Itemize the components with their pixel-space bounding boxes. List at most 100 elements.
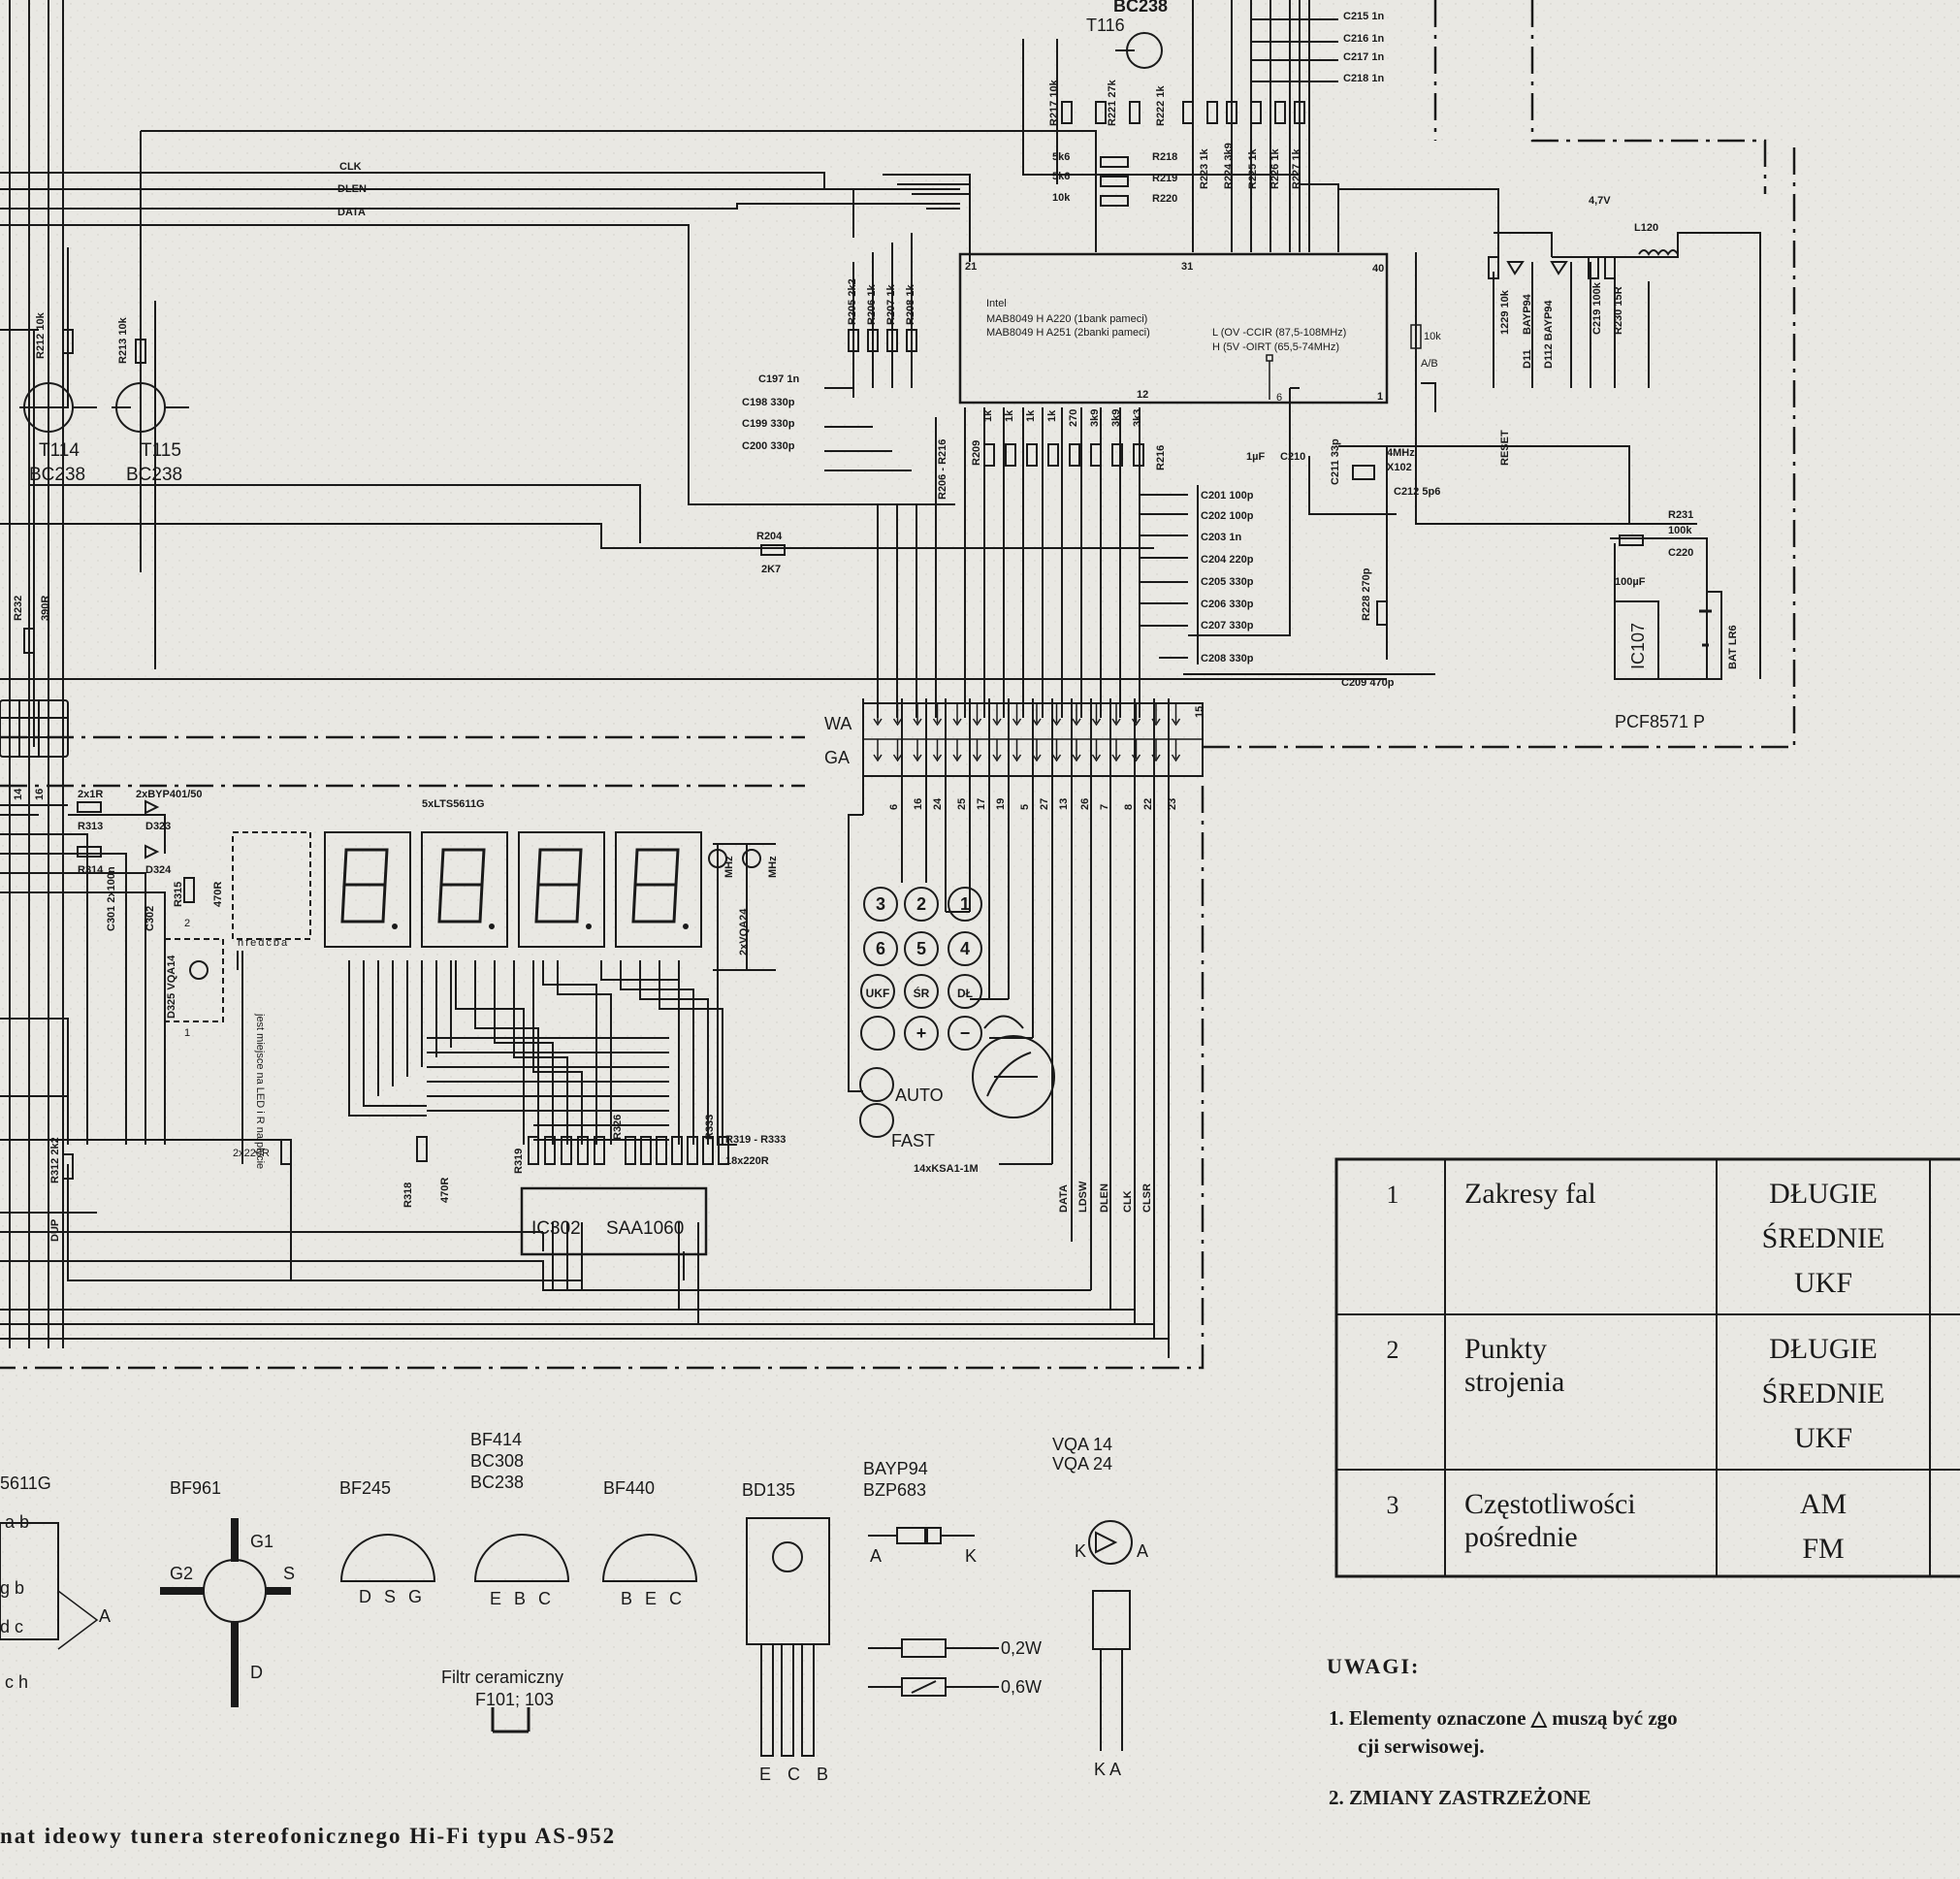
key-button-12[interactable] — [948, 1016, 982, 1051]
mcu-pin-12: 12 — [1137, 389, 1148, 401]
pinout-bd135-pins: E C B — [759, 1765, 834, 1784]
resistor-r230: R230 15R — [1613, 286, 1624, 335]
cap-c301: C301 2x100n — [106, 866, 117, 931]
mcu-note-oirt: H (5V -OIRT (65,5-74MHz) — [1212, 341, 1339, 353]
led-mhz-1 — [708, 849, 727, 868]
pinout-bzp683-label: BZP683 — [863, 1480, 926, 1500]
pin-16-label: 16 — [34, 789, 46, 800]
key-button-3[interactable] — [948, 887, 982, 922]
resistor-10k-ab: 10k — [1424, 331, 1441, 342]
jumper-ab-label: A/B — [1421, 358, 1438, 370]
connector-pin-5: 5 — [1019, 804, 1031, 810]
display-drive-left: 14 16 2x1R 2xBYP401/50 R313 D323 R314 D3… — [13, 788, 203, 1242]
cap-c220: C220 — [1668, 547, 1693, 559]
bands-row-value-2-3: UKF — [1794, 1422, 1852, 1454]
cap-c302: C302 — [145, 906, 156, 931]
digit-dp-1 — [392, 923, 398, 929]
keypad-extra: AUTO FAST 14xKSA1-1M — [859, 1015, 1055, 1175]
key-button-8[interactable] — [904, 974, 939, 1009]
key-button-9[interactable] — [948, 974, 982, 1009]
digit-dp-2 — [489, 923, 495, 929]
tuning-knob[interactable] — [972, 1035, 1055, 1118]
key-auto[interactable] — [859, 1067, 894, 1102]
key-label-12: − — [960, 1023, 971, 1043]
key-button-4[interactable] — [863, 931, 898, 966]
diode-d323: D323 — [145, 821, 171, 832]
digit-segments-1 — [340, 848, 389, 923]
cap-c204: C204 220p — [1201, 554, 1254, 566]
resistor-r217: R217 10k — [1048, 79, 1060, 126]
ic302-name: SAA1060 — [606, 1218, 684, 1239]
key-label-2: 2 — [916, 894, 926, 914]
bands-row-label-2-2: strojenia — [1464, 1366, 1564, 1398]
resistor-r231-value: 100k — [1668, 525, 1692, 536]
switch-type-label: 14xKSA1-1M — [914, 1163, 979, 1175]
pinout-bf440-label: BF440 — [603, 1478, 655, 1498]
display-section: 5xLTS5611G hfedcba MHz MHz 2xVQA24 D325 … — [164, 798, 779, 1169]
resistor-0-6w-label: 0,6W — [1001, 1677, 1042, 1697]
cap-c198: C198 330p — [742, 397, 795, 408]
resistor-r205: R205 2k2 — [847, 278, 858, 325]
connector-wa-label: WA — [824, 714, 851, 733]
diode-d112: D112 BAYP94 — [1543, 300, 1555, 369]
pinout-bf414-line2: BC308 — [470, 1451, 524, 1471]
key-label-9: DŁ — [957, 987, 973, 1000]
signal-data: DATA — [1058, 1184, 1070, 1213]
resistor-r214-val: 3k9 — [1089, 409, 1101, 427]
mcu-label-a220: MAB8049 H A220 (1bank pameci) — [986, 313, 1147, 325]
key-button-5[interactable] — [904, 931, 939, 966]
key-button-10[interactable] — [860, 1016, 895, 1051]
bands-row-value-3-1: AM — [1800, 1488, 1847, 1520]
connector-pin-15: 15 — [1194, 706, 1205, 718]
diode-2xbyp401: 2xBYP401/50 — [136, 789, 203, 800]
key-button-1[interactable] — [863, 887, 898, 922]
resistor-0-2w-label: 0,2W — [1001, 1638, 1042, 1658]
key-button-7[interactable] — [860, 974, 895, 1009]
cap-c200: C200 330p — [742, 440, 795, 452]
resistor-r222: R222 1k — [1155, 85, 1167, 126]
resistor-r216: R216 — [1155, 445, 1167, 470]
connector-pin-6: 6 — [888, 804, 900, 810]
resistor-r204: R204 — [756, 531, 783, 542]
resistor-r318: R318 — [402, 1182, 414, 1208]
cap-c209: C209 470p — [1341, 677, 1395, 689]
connector-pin-19: 19 — [995, 798, 1007, 810]
resistor-r313: R313 — [78, 821, 103, 832]
resistor-r216-val: 3k3 — [1132, 409, 1143, 427]
digit-small-display — [232, 831, 311, 940]
resistor-r315: R315 — [173, 882, 184, 907]
transistor-t116-id: T116 — [1086, 16, 1125, 35]
bands-row-number-1: 1 — [1387, 1181, 1399, 1209]
schematic-caption: nat ideowy tunera stereofonicznego Hi-Fi… — [0, 1824, 616, 1848]
cap-c220-value: 100µF — [1615, 576, 1646, 588]
resistor-r318-value: 470R — [439, 1178, 451, 1203]
display-segment-letters: hfedcba — [238, 937, 289, 949]
resistor-10k: 10k — [1052, 192, 1071, 204]
resistor-r312: R312 2k2 — [49, 1137, 61, 1183]
resistor-r204-value: 2K7 — [761, 564, 781, 575]
transistor-t114-type: BC238 — [29, 465, 85, 485]
connector-pin-7: 7 — [1099, 804, 1110, 810]
notes: UWAGI: 1. Elementy oznaczone △ muszą być… — [1327, 1654, 1678, 1809]
key-button-2[interactable] — [904, 887, 939, 922]
signal-ldsw: LDSW — [1077, 1181, 1089, 1213]
component-pinouts: 5611G a b g b d c c h A BF961 G1 G2 S D … — [0, 1430, 1148, 1784]
mcu-label-intel: Intel — [986, 298, 1007, 309]
mcu-pin-40: 40 — [1372, 263, 1384, 275]
cap-c215: C215 1n — [1343, 11, 1384, 22]
cap-c210: C210 — [1280, 451, 1305, 463]
key-fast[interactable] — [859, 1103, 894, 1138]
resistor-r208: R208 1k — [905, 284, 916, 325]
crystal-4mhz: 4MHz — [1387, 447, 1415, 459]
resistor-r232-value: 390R — [40, 596, 51, 621]
resistor-r206-r216: R206 - R216 — [937, 439, 948, 500]
key-button-11[interactable] — [904, 1016, 939, 1051]
resistor-count-label: 18x220R — [725, 1155, 769, 1167]
bus-label-dlen: DLEN — [337, 183, 367, 195]
bands-row-label-1-1: Zakresy fal — [1464, 1178, 1596, 1210]
microcontroller-block: 21 31 40 12 6 1 Intel MAB8049 H A220 (1b… — [742, 252, 1441, 689]
connector-pin-8: 8 — [1123, 804, 1135, 810]
pinout-bf961-g2: G2 — [170, 1564, 193, 1583]
key-button-6[interactable] — [948, 931, 982, 966]
